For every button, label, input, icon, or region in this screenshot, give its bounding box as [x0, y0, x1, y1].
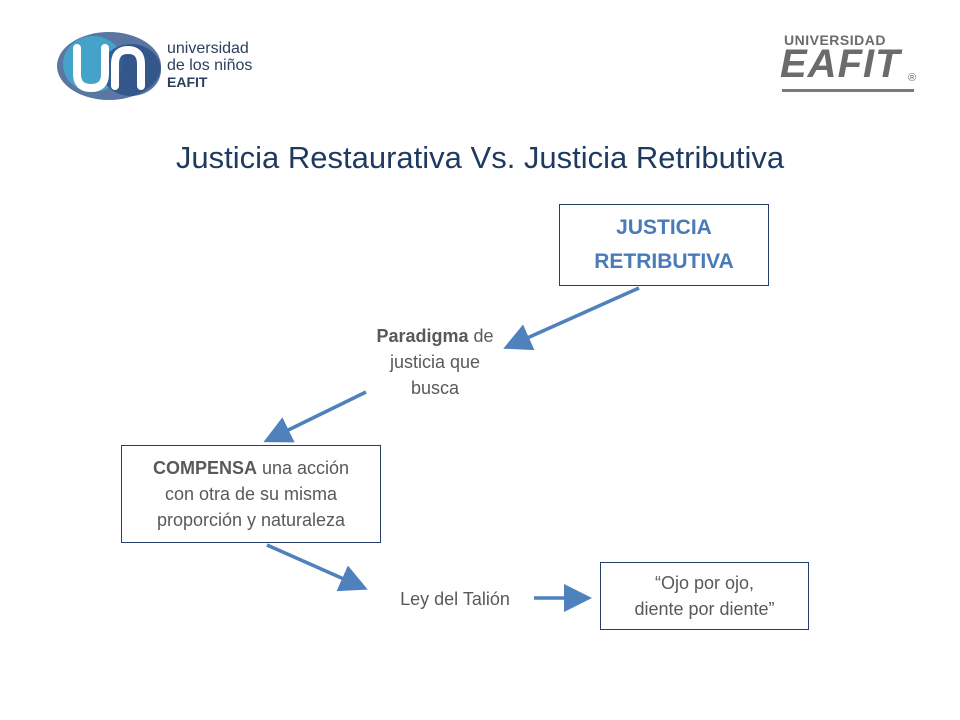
ninos-logo-text: universidad de los niños EAFIT	[167, 40, 252, 91]
paradigma-rest1: de	[468, 326, 494, 346]
eafit-logo-top: UNIVERSIDAD	[784, 32, 886, 48]
eafit-logo-underline	[782, 89, 914, 92]
ninos-logo-line1: universidad	[167, 40, 249, 57]
paradigma-bold: Paradigma	[376, 326, 469, 346]
compensa-line2: con otra de su misma	[164, 484, 338, 504]
arrow-retributiva-to-paradigma	[503, 286, 640, 351]
ley-del-talion-text: Ley del Talión	[400, 589, 510, 609]
ninos-logo-line3: EAFIT	[167, 74, 208, 90]
universidad-eafit-logo: UNIVERSIDAD EAFIT ®	[780, 32, 920, 94]
ojo-por-ojo-box: “Ojo por ojo, diente por diente”	[600, 562, 809, 630]
paradigma-line3: busca	[410, 378, 460, 398]
compensa-line3: proporción y naturaleza	[156, 510, 346, 530]
retributiva-line1: JUSTICIA	[616, 216, 712, 239]
justicia-retributiva-box: JUSTICIA RETRIBUTIVA	[559, 204, 769, 286]
ninos-logo-line2: de los niños	[167, 57, 253, 74]
compensa-rest1: una acción	[256, 458, 350, 478]
un-logo-mark-icon	[57, 32, 161, 100]
eafit-logo-main: EAFIT	[780, 42, 901, 86]
paradigma-line2: justicia que	[389, 352, 481, 372]
ojo-line2: diente por diente”	[634, 599, 775, 619]
compensa-bold: COMPENSA	[152, 458, 257, 478]
paradigma-text: Paradigma de justicia que busca	[340, 323, 530, 401]
retributiva-line2: RETRIBUTIVA	[594, 250, 734, 273]
compensa-box: COMPENSA una acción con otra de su misma…	[121, 445, 381, 543]
slide-title: Justicia Restaurativa Vs. Justicia Retri…	[175, 140, 785, 175]
ojo-line1: “Ojo por ojo,	[654, 573, 755, 593]
eafit-registered-mark: ®	[908, 72, 917, 84]
arrow-compensa-to-ley	[266, 543, 368, 592]
universidad-de-los-ninos-logo: universidad de los niños EAFIT	[55, 30, 275, 102]
